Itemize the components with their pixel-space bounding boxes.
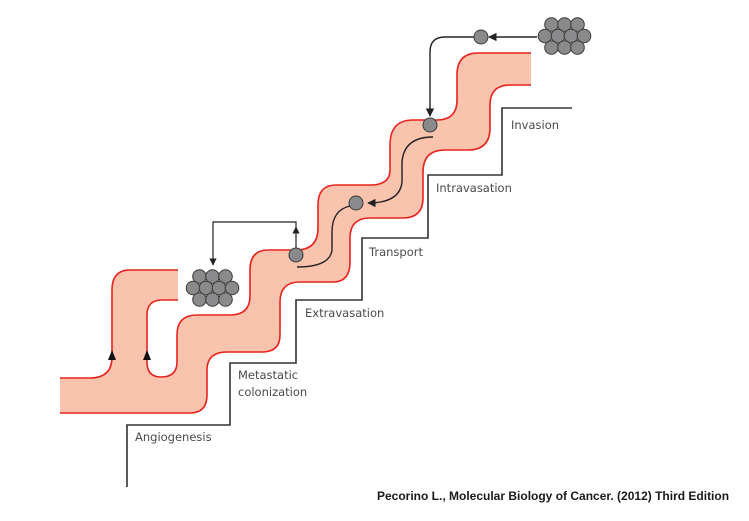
- extravasation-arrow-to-cluster: [209, 221, 297, 266]
- transport-flow-line-lower: [296, 205, 351, 268]
- invasion-arrow-to-vessel: [425, 36, 474, 117]
- tumor-cell: [544, 40, 559, 55]
- transport-flow-line-upper: [367, 136, 434, 208]
- angiogenesis-arrow-right: [143, 350, 151, 360]
- tumor-cell-invading: [473, 29, 489, 45]
- staircase-line: [126, 107, 572, 487]
- tumor-cell: [218, 269, 233, 284]
- tumor-cell: [576, 28, 592, 44]
- label-transport: Transport: [368, 245, 423, 259]
- tumor-cell: [224, 280, 240, 296]
- tumor-cell-in-transport: [348, 195, 364, 211]
- label-invasion: Invasion: [511, 118, 559, 132]
- citation: Pecorino L., Molecular Biology of Cancer…: [377, 489, 730, 503]
- label-intravasation: Intravasation: [436, 181, 512, 195]
- label-metastatic-colonization-line2: colonization: [238, 385, 307, 399]
- tumor-cell: [570, 40, 585, 55]
- tumor-cell-extravasating: [288, 247, 304, 263]
- primary-tumor-cluster: [537, 17, 592, 55]
- blood-vessel-branch-wall: [60, 269, 178, 379]
- tumor-cell: [218, 292, 233, 307]
- label-metastatic-colonization-line1: Metastatic: [238, 368, 298, 382]
- label-extravasation: Extravasation: [305, 306, 384, 320]
- angiogenesis-arrow-left: [108, 350, 116, 360]
- blood-vessel: [60, 53, 531, 413]
- blood-vessel-lower-wall: [60, 84, 531, 414]
- tumor-cell: [570, 17, 585, 32]
- tumor-cell: [557, 40, 572, 55]
- tumor-cell-intravasating: [422, 117, 438, 133]
- tumor-cell: [192, 292, 207, 307]
- label-angiogenesis: Angiogenesis: [135, 430, 212, 444]
- tumor-cell: [205, 292, 220, 307]
- secondary-tumor-cluster: [185, 269, 240, 307]
